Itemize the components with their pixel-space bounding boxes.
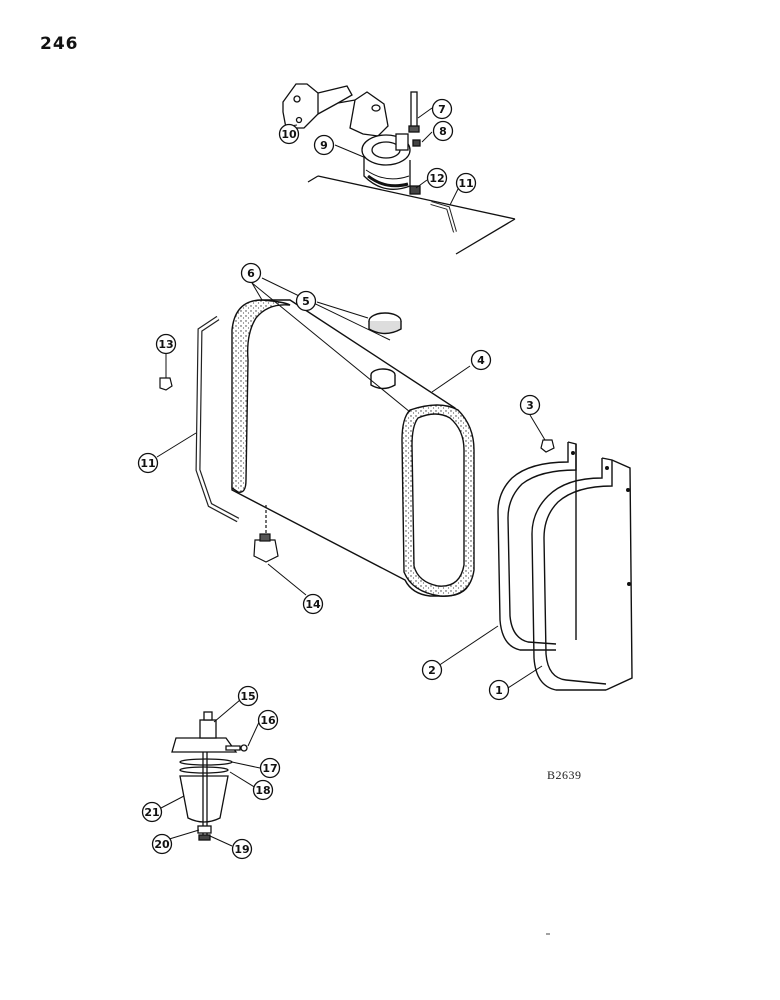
callout-label: 14 [305,598,321,611]
callout-20: 20 [151,833,173,855]
callout-10: 10 [278,123,300,145]
callout-circle [302,593,324,615]
callout-circle [231,838,253,860]
callout-label: 4 [477,354,485,367]
drain-valve [253,505,279,563]
callout-label: 12 [429,172,444,185]
callout-21: 21 [141,801,163,823]
callout-circle [257,709,279,731]
callout-label: 15 [240,690,255,703]
callout-label: 5 [302,295,310,308]
callout-circle [455,172,477,194]
callout-label: 7 [438,103,446,116]
clip-3 [540,439,555,453]
callout-13: 13 [155,333,177,355]
page-number: 246 [40,34,79,54]
fuel-tank [231,299,475,597]
figure-code: B2639 [547,768,582,782]
callout-8: 8 [432,120,454,142]
callout-label: 18 [255,784,270,797]
callout-circle [252,779,274,801]
callout-circle [295,290,317,312]
callout-label: 13 [158,338,173,351]
callout-15: 15 [237,685,259,707]
callout-7: 7 [431,98,453,120]
callout-circle [141,801,163,823]
callout-circle [155,333,177,355]
sediment-bowl-assembly [171,711,248,841]
callout-circle [313,134,335,156]
callout-circle [432,120,454,142]
fuel-pump-assembly [282,83,516,255]
callout-label: 3 [526,399,534,412]
callout-circle [488,679,510,701]
callout-4: 4 [470,349,492,371]
callout-label: 8 [439,125,447,138]
callout-label: 6 [247,267,255,280]
callout-19: 19 [231,838,253,860]
callout-1: 1 [488,679,510,701]
callout-circle [519,394,541,416]
callout-circle [240,262,262,284]
callout-label: 11 [458,177,473,190]
callout-6: 6 [240,262,262,284]
callout-label: 17 [262,762,277,775]
callout-12: 12 [426,167,448,189]
callout-circle [237,685,259,707]
callout-label: 21 [144,806,159,819]
callout-16: 16 [257,709,279,731]
fuel-tube-left [195,315,240,523]
callout-circle [259,757,281,779]
clip-13 [159,377,173,391]
callout-3: 3 [519,394,541,416]
callout-circle [137,452,159,474]
callout-11: 11 [455,172,477,194]
callout-circle [431,98,453,120]
callout-circle [470,349,492,371]
callout-label: 20 [154,838,170,851]
callout-5: 5 [295,290,317,312]
callout-18: 18 [252,779,274,801]
callout-2: 2 [421,659,443,681]
callout-9: 9 [313,134,335,156]
callout-label: 19 [234,843,249,856]
callout-label: 10 [281,128,297,141]
callout-label: 9 [320,139,328,152]
callout-circle [421,659,443,681]
callout-14: 14 [302,593,324,615]
callout-circle [278,123,300,145]
callout-label: 1 [495,684,503,697]
callout-circle [151,833,173,855]
callout-circle [426,167,448,189]
callout-11: 11 [137,452,159,474]
callout-label: 11 [140,457,155,470]
tank-straps [497,441,633,691]
callout-label: 2 [428,664,436,677]
callout-17: 17 [259,757,281,779]
callout-label: 16 [260,714,276,727]
